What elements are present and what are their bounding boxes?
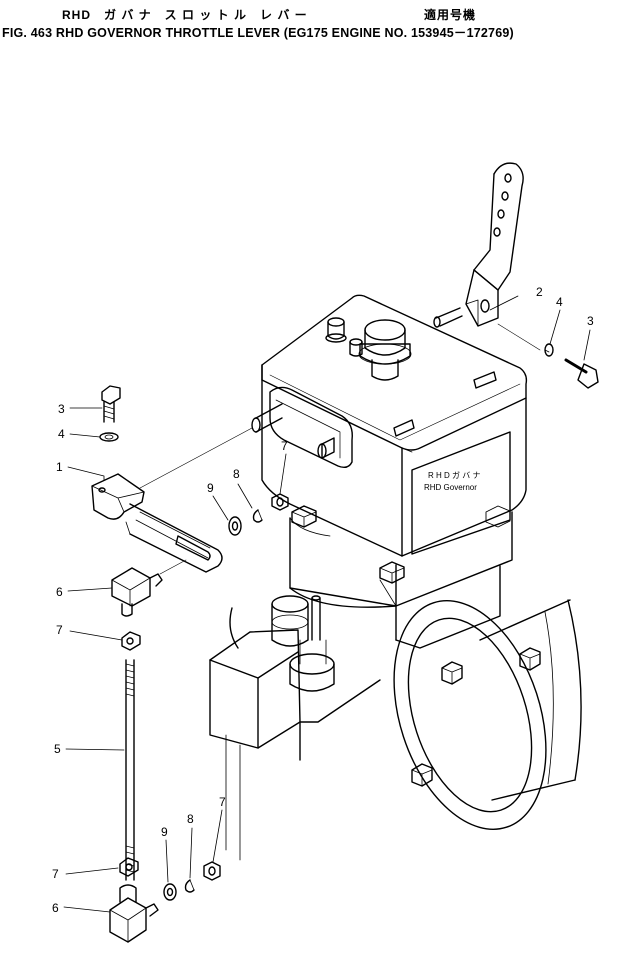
- callout-1: 1: [56, 460, 63, 474]
- callout-3-right: 3: [587, 314, 594, 328]
- top-cap-large: [358, 319, 412, 381]
- mid-body-bolt: [485, 505, 511, 528]
- left-spring-washer-8: [252, 509, 263, 523]
- right-assembly-leader: [497, 323, 541, 351]
- filter-base: [289, 639, 335, 692]
- flange-bolt: [519, 647, 541, 671]
- japanese-title: RHD ガ バ ナ ス ロ ッ ト ル レ バ ー 適用号機: [62, 6, 622, 23]
- callout-3-left: 3: [58, 402, 65, 416]
- nut-7-upper: [121, 631, 141, 651]
- right-bolt-3: [564, 358, 599, 389]
- callout-7-lower: 7: [219, 795, 226, 809]
- top-cap-small: [325, 317, 363, 357]
- plate-text-jp: R H D ガ バ ナ: [428, 470, 480, 480]
- mid-body-bolt: [291, 505, 317, 528]
- name-plate: R H D ガ バ ナ RHD Governor: [411, 431, 511, 555]
- lower-nut-7: [203, 861, 221, 881]
- nut-7-lower: [119, 857, 139, 877]
- left-lever-1: [91, 473, 223, 573]
- callout-8-lower: 8: [187, 812, 194, 826]
- ball-joint-6-lower: [109, 884, 159, 943]
- governor-head: [261, 294, 528, 557]
- left-washer-9: [228, 516, 242, 536]
- filter-cylinder: [271, 595, 321, 647]
- callout-4-right: 4: [556, 295, 563, 309]
- flange-bolt: [441, 661, 463, 685]
- lever-shaft: [433, 307, 463, 328]
- callout-9-upper: 9: [207, 481, 214, 495]
- left-bolt-3: [101, 385, 121, 423]
- ball-joint-6-upper: [111, 559, 187, 617]
- applicable-serial-label: 適用号機: [424, 8, 477, 22]
- callout-6-upper: 6: [56, 585, 63, 599]
- callout-5: 5: [54, 742, 61, 756]
- cover-plate-left: [269, 386, 353, 469]
- callout-2: 2: [536, 285, 543, 299]
- callout-7-upper: 7: [281, 439, 288, 453]
- left-assembly-leader: [139, 427, 253, 489]
- japanese-title-text: RHD ガ バ ナ ス ロ ッ ト ル レ バ ー: [62, 8, 308, 22]
- callout-6-lower: 6: [52, 901, 59, 915]
- threaded-rod-5: [125, 659, 135, 881]
- flange-plate: [393, 599, 582, 830]
- lower-spring-washer-8: [184, 879, 195, 893]
- callout-4-left: 4: [58, 427, 65, 441]
- top-slot: [393, 371, 497, 437]
- right-lever-2: [465, 162, 524, 327]
- governor-mid-body: [289, 511, 513, 649]
- shaft-boss: [251, 403, 335, 459]
- plate-text-en: RHD Governor: [424, 483, 477, 492]
- engine-base: [209, 607, 381, 861]
- flange-bolt: [411, 763, 433, 787]
- callout-9-lower: 9: [161, 825, 168, 839]
- callout-7-rod-top: 7: [56, 623, 63, 637]
- right-washer-4: [544, 343, 554, 357]
- callout-8-upper: 8: [233, 467, 240, 481]
- leader-lines: [63, 295, 591, 913]
- left-washer-4: [99, 432, 119, 442]
- lower-washer-9: [163, 883, 177, 901]
- mid-body-bolt: [379, 561, 405, 584]
- callout-labels: 2 4 3 3 4 1 9 8 7 6 7 5 7 6 9 8 7: [52, 285, 594, 915]
- callout-7-rod-bottom: 7: [52, 867, 59, 881]
- figure-title: FIG. 463 RHD GOVERNOR THROTTLE LEVER (EG…: [2, 26, 514, 40]
